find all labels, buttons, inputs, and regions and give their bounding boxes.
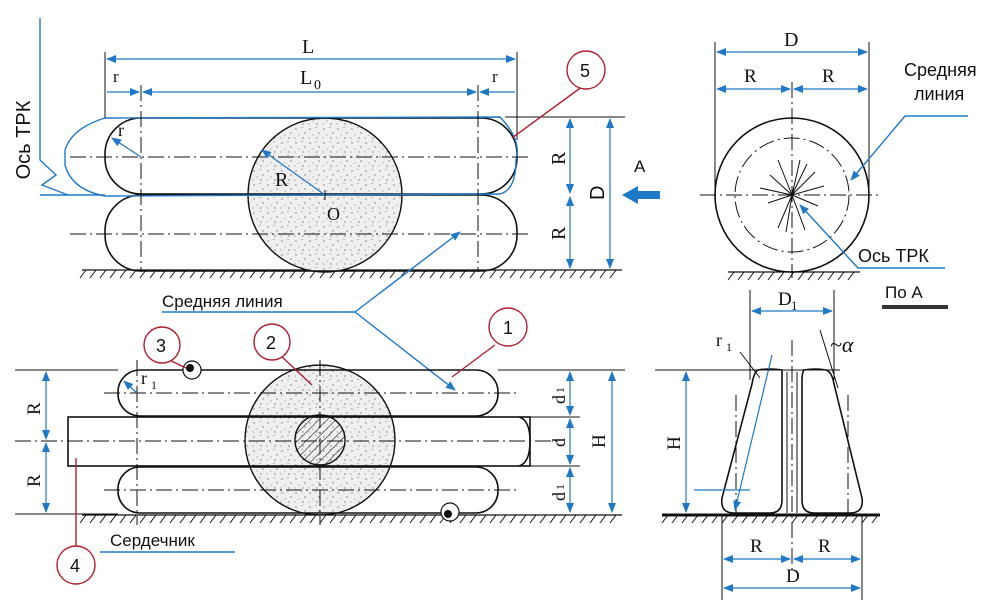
trk-axis-leader — [39, 18, 69, 196]
leader-os-trk — [799, 204, 945, 269]
ground-hatch-side — [727, 271, 855, 281]
radius-r1-arrow — [123, 380, 138, 394]
label-D-section: D — [786, 566, 800, 587]
label-H-section: H — [664, 436, 685, 450]
bottom-view: r 1 R R d 1 d d 1 H 3 2 1 — [15, 307, 625, 585]
label-center-O: O — [327, 204, 340, 224]
callout-5-text: 5 — [580, 61, 590, 81]
label-srednyaya-2: линия — [914, 84, 964, 104]
callout-4-circle — [56, 545, 96, 585]
label-r1: r — [141, 368, 147, 388]
label-R-upper: R — [548, 151, 570, 165]
label-R-bottom-lower: R — [24, 474, 45, 487]
callout-2-leader — [279, 354, 313, 386]
label-os-trk: Ось ТРК — [858, 246, 929, 266]
label-R-section-right: R — [818, 536, 831, 557]
callout-3-text: 3 — [156, 336, 166, 356]
label-alpha: ~α — [830, 332, 854, 357]
callout-1-text: 1 — [503, 318, 513, 338]
label-r1-section-sub: 1 — [726, 340, 732, 354]
ground-hatch-bottom — [79, 514, 617, 524]
callout-1-circle — [488, 307, 528, 347]
label-d1-lower: d — [549, 492, 569, 501]
top-view: Ось ТРК R O r L L 0 r r R R D A — [13, 18, 660, 279]
label-r-right: r — [492, 67, 498, 86]
label-os-trk-vertical: Ось ТРК — [13, 100, 35, 179]
leader-srednyaya-side — [850, 115, 968, 181]
radius-R-arrow — [261, 149, 326, 196]
marker-bottom-dot — [444, 510, 452, 518]
label-L0: L — [300, 67, 312, 89]
callout-3-circle — [143, 326, 181, 364]
label-d1-upper: d — [549, 395, 569, 404]
label-view-A: A — [634, 157, 646, 176]
callout-5-leader — [511, 85, 584, 139]
label-serdechnik: Сердечник — [110, 531, 195, 550]
label-r1-section: r — [716, 330, 722, 350]
label-H-bottom: H — [589, 434, 610, 448]
callout-2-text: 2 — [266, 333, 276, 353]
trk-contour — [64, 116, 518, 197]
label-r-inner: r — [118, 120, 124, 140]
section-inner-leader — [733, 354, 773, 511]
label-D1: D — [778, 289, 792, 310]
section-right-lobe — [801, 368, 864, 514]
label-po-a: По А — [885, 283, 923, 302]
label-d1-lower-sub: 1 — [553, 484, 567, 490]
marker-3-dot — [186, 364, 194, 372]
callout-2-circle — [253, 323, 291, 361]
label-R-lower: R — [548, 226, 570, 240]
label-R-bottom-upper: R — [24, 402, 45, 415]
label-L: L — [302, 36, 314, 58]
side-view: D R R Средняя линия Ось ТРК По А — [700, 29, 977, 309]
label-R-side-right: R — [822, 66, 835, 87]
section-left-lobe — [720, 368, 783, 514]
ground-hatch-section — [661, 514, 879, 524]
label-R-wheel: R — [275, 169, 289, 191]
label-D1-sub: 1 — [791, 298, 798, 313]
cross-section-view: D 1 ~α r 1 H R R D — [655, 289, 880, 600]
label-R-side-left: R — [744, 66, 757, 87]
ground-hatch — [79, 269, 617, 279]
callout-1-leader — [451, 344, 496, 378]
view-A-arrow — [622, 186, 660, 204]
label-r1-sub: 1 — [151, 378, 157, 392]
label-d1-upper-sub: 1 — [553, 387, 567, 393]
label-srednyaya-center: Средняя линия — [162, 292, 283, 311]
label-D-vertical: D — [587, 186, 609, 200]
label-srednyaya-1: Средняя — [904, 60, 977, 80]
callout-4-text: 4 — [70, 556, 80, 576]
callout-5-circle — [566, 50, 606, 90]
label-L0-sub: 0 — [314, 78, 321, 93]
label-R-section-left: R — [750, 536, 763, 557]
label-r-left: r — [113, 67, 119, 86]
label-D-side: D — [784, 29, 798, 51]
label-d: d — [549, 438, 569, 447]
fiber-bundle — [759, 159, 825, 233]
radius-r-arrow — [111, 137, 142, 158]
center-leader: Средняя линия — [162, 231, 461, 391]
